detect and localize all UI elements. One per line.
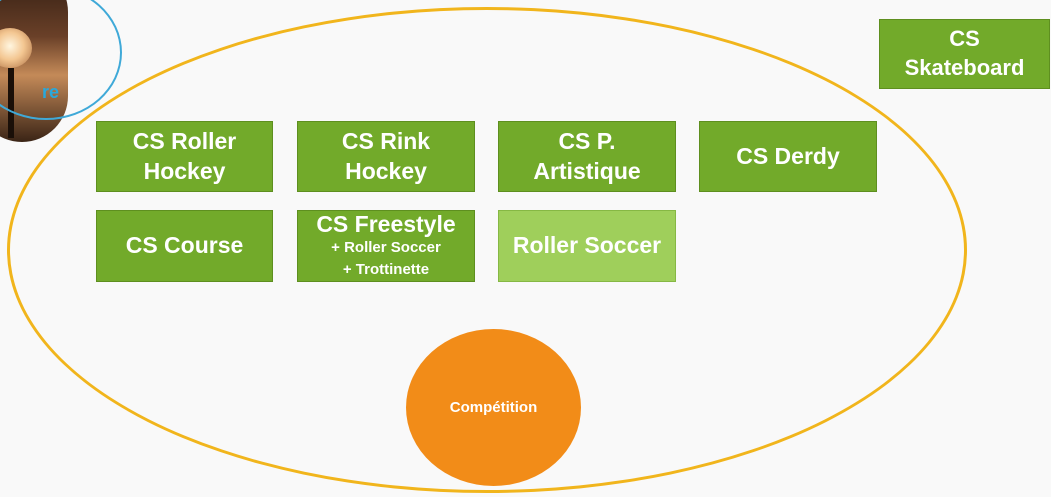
box-cs-rink-hockey: CS Rink Hockey	[297, 121, 475, 192]
box-label: Roller Soccer	[512, 232, 662, 259]
box-cs-derdy: CS Derdy	[699, 121, 877, 192]
box-cs-freestyle: CS Freestyle + Roller Soccer + Trottinet…	[297, 210, 475, 282]
corner-ellipse	[0, 0, 122, 120]
box-cs-course: CS Course	[96, 210, 273, 282]
box-label: CS Rink Hockey	[341, 127, 431, 184]
box-label: CS Derdy	[736, 142, 840, 169]
box-subline-trottinette: + Trottinette	[342, 261, 430, 279]
box-label: CS Course	[125, 232, 244, 259]
box-roller-soccer: Roller Soccer	[498, 210, 676, 282]
box-cs-artistique: CS P. Artistique	[498, 121, 676, 192]
box-title: CS Freestyle	[316, 211, 456, 238]
competition-label: Compétition	[449, 399, 538, 416]
box-subline-roller-soccer: + Roller Soccer	[331, 239, 441, 257]
box-label: CS Roller Hockey	[132, 127, 237, 184]
box-cs-roller-hockey: CS Roller Hockey	[96, 121, 273, 192]
box-cs-skateboard: CS Skateboard	[879, 19, 1050, 89]
box-label: CS Skateboard	[904, 26, 1025, 80]
corner-partial-label: re	[42, 82, 60, 102]
competition-circle: Compétition	[406, 329, 581, 486]
competition-ellipse	[7, 7, 967, 493]
box-label: CS P. Artistique	[533, 127, 641, 184]
